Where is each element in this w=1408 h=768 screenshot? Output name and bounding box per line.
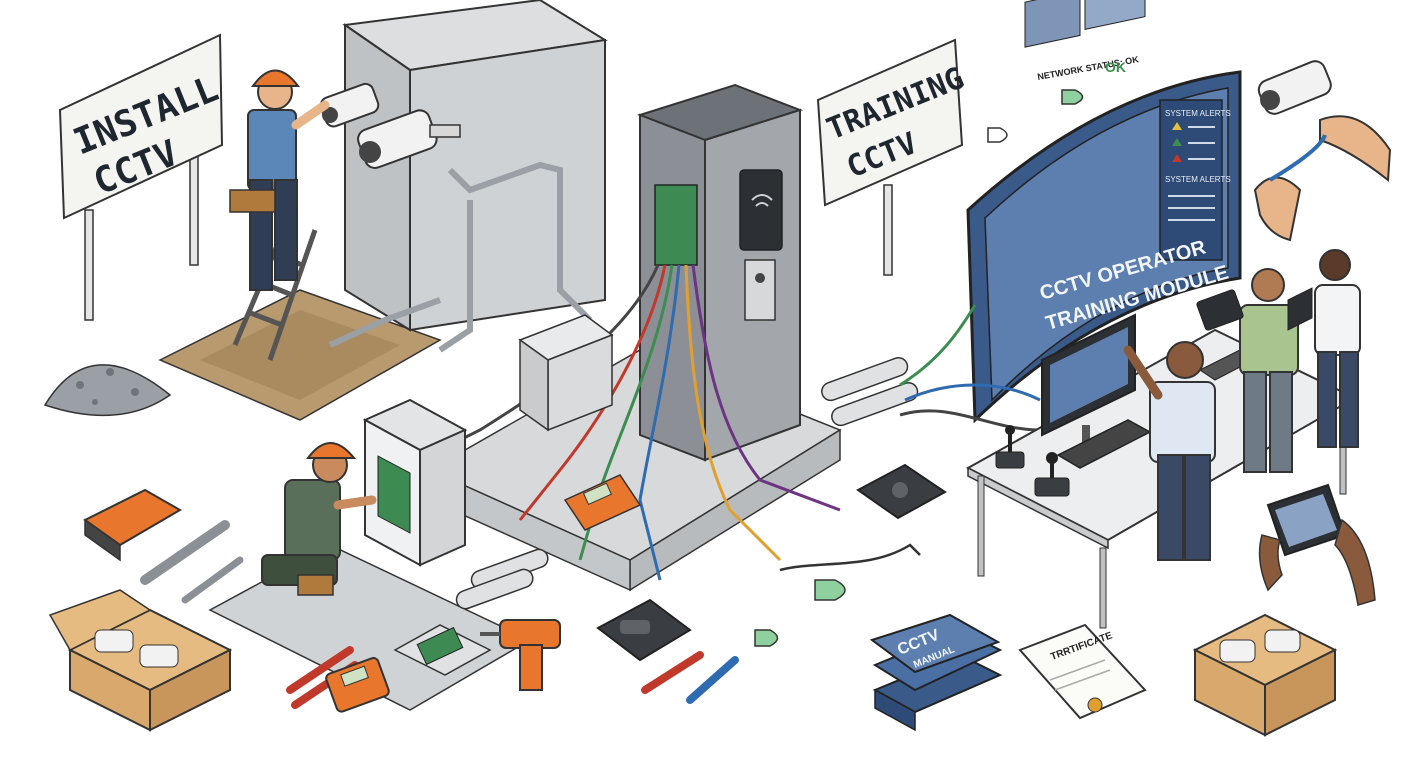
system-alerts-bottom: SYSTEM ALERTS — [1165, 175, 1231, 184]
electrical-cabinet — [362, 398, 468, 567]
network-cable — [899, 304, 1041, 432]
monitor — [1041, 313, 1136, 445]
camera-icon — [1257, 60, 1332, 115]
manual-stack: CCTV MANUAL — [869, 613, 1003, 732]
trainee-pointing — [1123, 341, 1216, 561]
multimeter-icon — [563, 474, 642, 531]
card-reader — [739, 169, 783, 251]
drill-icon — [480, 619, 561, 691]
technician-hands — [1253, 115, 1392, 242]
control-pillar — [636, 83, 804, 462]
circuit-board — [654, 184, 698, 266]
multimeter-icon — [325, 657, 390, 713]
wrench-icon — [140, 520, 244, 604]
training-display: SYSTEM ALERTS SYSTEM ALERTS CCTV OPERATO… — [966, 0, 1242, 424]
logic-gate-icon — [987, 127, 1008, 143]
cardboard-box-left — [48, 589, 233, 732]
intercom-panel — [744, 259, 776, 321]
circuit-box — [393, 624, 492, 676]
junction-box — [518, 314, 614, 432]
cable-bundle — [399, 264, 841, 581]
gravel-pile — [43, 364, 172, 417]
camera-feed — [1024, 0, 1081, 48]
conduit — [328, 161, 593, 353]
certificate: TRRTIFICATE — [1018, 623, 1147, 720]
worker-ladder — [229, 69, 330, 291]
logic-gate-icon — [754, 579, 846, 647]
joystick-icon — [1034, 452, 1070, 497]
install-sign: INSTALL CCTV — [58, 33, 224, 321]
pipe — [455, 356, 919, 610]
system-alerts-top: SYSTEM ALERTS — [1165, 109, 1231, 118]
camera-icon — [319, 82, 380, 128]
trainee-tablet — [1196, 268, 1299, 473]
network-cable — [779, 543, 921, 572]
reader-device — [856, 463, 947, 520]
worker-kneeling — [261, 442, 377, 596]
reader-device — [596, 598, 692, 662]
cardboard-box-right — [1192, 613, 1338, 737]
camera-icon — [357, 109, 461, 169]
pliers-icon — [641, 651, 739, 704]
hardhat-icon — [306, 442, 357, 459]
seal-icon — [1087, 697, 1103, 713]
logic-gate-icon — [1061, 89, 1084, 105]
network-ok-label: OK — [1105, 59, 1126, 75]
hardhat-icon — [251, 69, 300, 87]
trainee-laptop — [1287, 249, 1361, 448]
power-tool-battery — [83, 488, 182, 562]
training-sign: TRAINING CCTV — [816, 38, 969, 276]
joystick-icon — [995, 425, 1025, 469]
camera-feed — [1084, 0, 1146, 30]
tablet-hands — [1258, 483, 1376, 606]
